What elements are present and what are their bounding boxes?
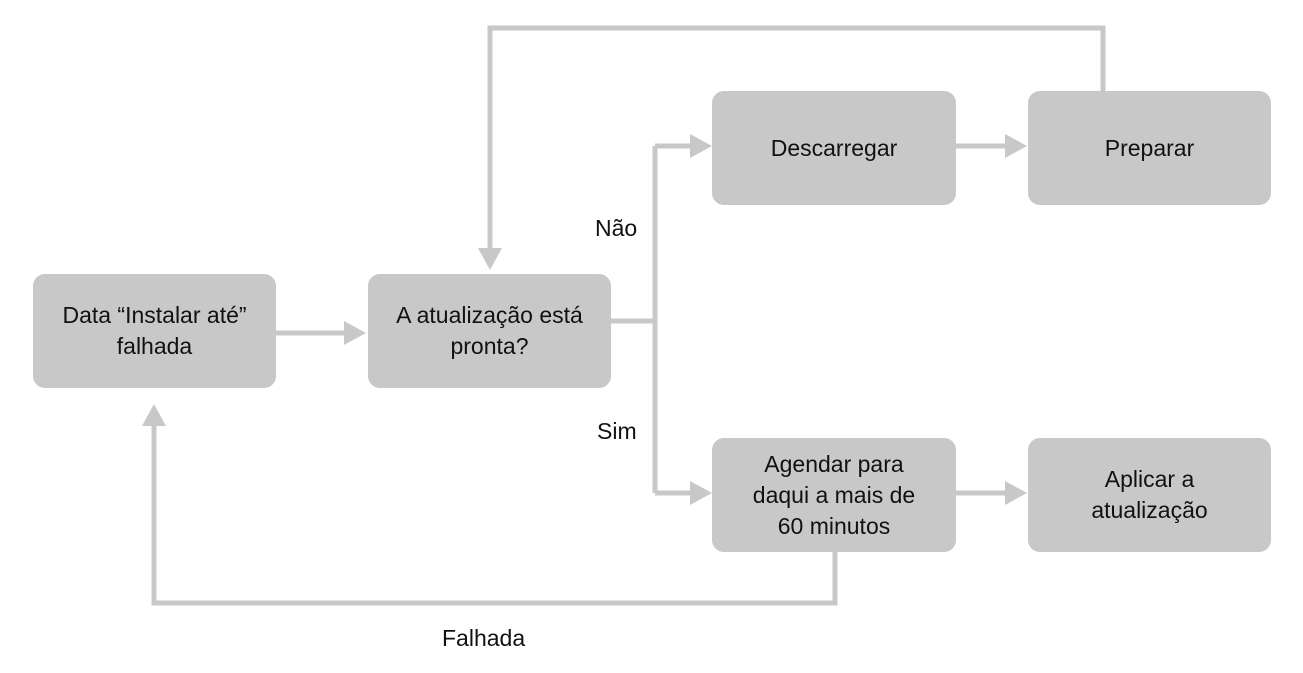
edge-label-no: Não — [595, 215, 638, 241]
node-schedule-label: Agendar para daqui a mais de 60 minutos — [752, 450, 916, 539]
arrowhead-prepare-to-ready — [478, 248, 502, 270]
node-apply-update-label: Aplicar a atualização — [1091, 466, 1208, 523]
node-apply-update: Aplicar a atualização — [1028, 438, 1271, 552]
arrowhead-yes-to-schedule — [690, 481, 712, 505]
arrowhead-schedule-to-apply — [1005, 481, 1027, 505]
node-update-ready: A atualização está pronta? — [368, 274, 611, 388]
node-install-by-date-missed-label: Data “Instalar até” falhada — [62, 302, 247, 359]
arrowhead-failed-to-missed — [142, 404, 166, 426]
node-download-label: Descarregar — [770, 134, 898, 161]
edge-label-yes: Sim — [597, 418, 637, 444]
edge-label-failed: Falhada — [442, 625, 526, 651]
branch-trunk — [611, 146, 658, 493]
node-update-ready-label: A atualização está pronta? — [396, 302, 583, 359]
arrow-failed-to-missed — [151, 424, 838, 606]
node-download: Descarregar — [712, 91, 956, 205]
arrowhead-download-to-prepare — [1005, 134, 1027, 158]
node-schedule: Agendar para daqui a mais de 60 minutos — [712, 438, 956, 552]
node-prepare: Preparar — [1028, 91, 1271, 205]
arrowhead-no-to-download — [690, 134, 712, 158]
node-prepare-label: Preparar — [1104, 134, 1195, 161]
arrow-prepare-to-ready — [487, 25, 1106, 250]
arrowhead-missed-to-ready — [344, 321, 366, 345]
node-install-by-date-missed: Data “Instalar até” falhada — [33, 274, 276, 388]
